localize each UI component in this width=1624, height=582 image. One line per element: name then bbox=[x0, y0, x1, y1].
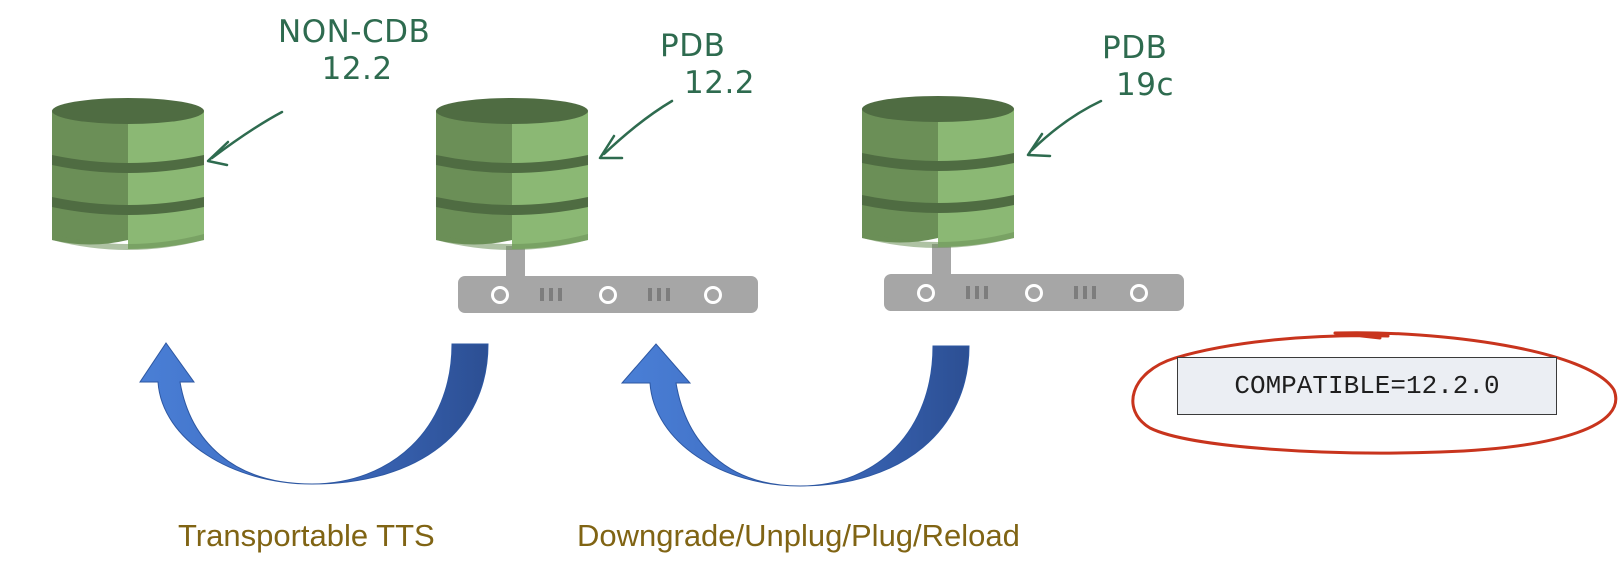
server-rack-icon-2 bbox=[884, 244, 1184, 311]
label-noncdb-line1: NON-CDB bbox=[278, 14, 431, 50]
database-icon-pdb-122 bbox=[436, 98, 588, 250]
caption-downgrade-unplug-plug-reload: Downgrade/Unplug/Plug/Reload bbox=[577, 518, 1020, 553]
pointer-arrow-icon-2 bbox=[598, 99, 674, 160]
label-pdb-122-line2: 12.2 bbox=[684, 65, 756, 102]
compatible-parameter-text: COMPATIBLE=12.2.0 bbox=[1234, 371, 1500, 401]
label-pdb-19c: PDB 19c bbox=[1102, 30, 1174, 104]
label-pdb-19c-line2: 19c bbox=[1116, 67, 1174, 104]
database-icon-noncdb bbox=[52, 98, 204, 250]
highlight-circle-icon bbox=[1131, 331, 1618, 455]
database-icon-pdb-19c bbox=[862, 96, 1014, 248]
curved-arrow-icon-1 bbox=[139, 342, 489, 485]
compatible-parameter-box: COMPATIBLE=12.2.0 bbox=[1177, 357, 1557, 415]
label-pdb-122-line1: PDB bbox=[660, 28, 726, 64]
label-pdb-122: PDB 12.2 bbox=[660, 28, 755, 102]
label-noncdb: NON-CDB 12.2 bbox=[278, 14, 430, 88]
server-rack-icon-1 bbox=[458, 246, 758, 313]
curved-arrow-icon-2 bbox=[620, 343, 970, 487]
label-noncdb-line2: 12.2 bbox=[321, 51, 393, 88]
caption-transportable-tts: Transportable TTS bbox=[178, 518, 435, 553]
label-pdb-19c-line1: PDB bbox=[1102, 30, 1168, 66]
pointer-arrow-icon-1 bbox=[206, 110, 284, 167]
pointer-arrow-icon-3 bbox=[1026, 99, 1103, 158]
